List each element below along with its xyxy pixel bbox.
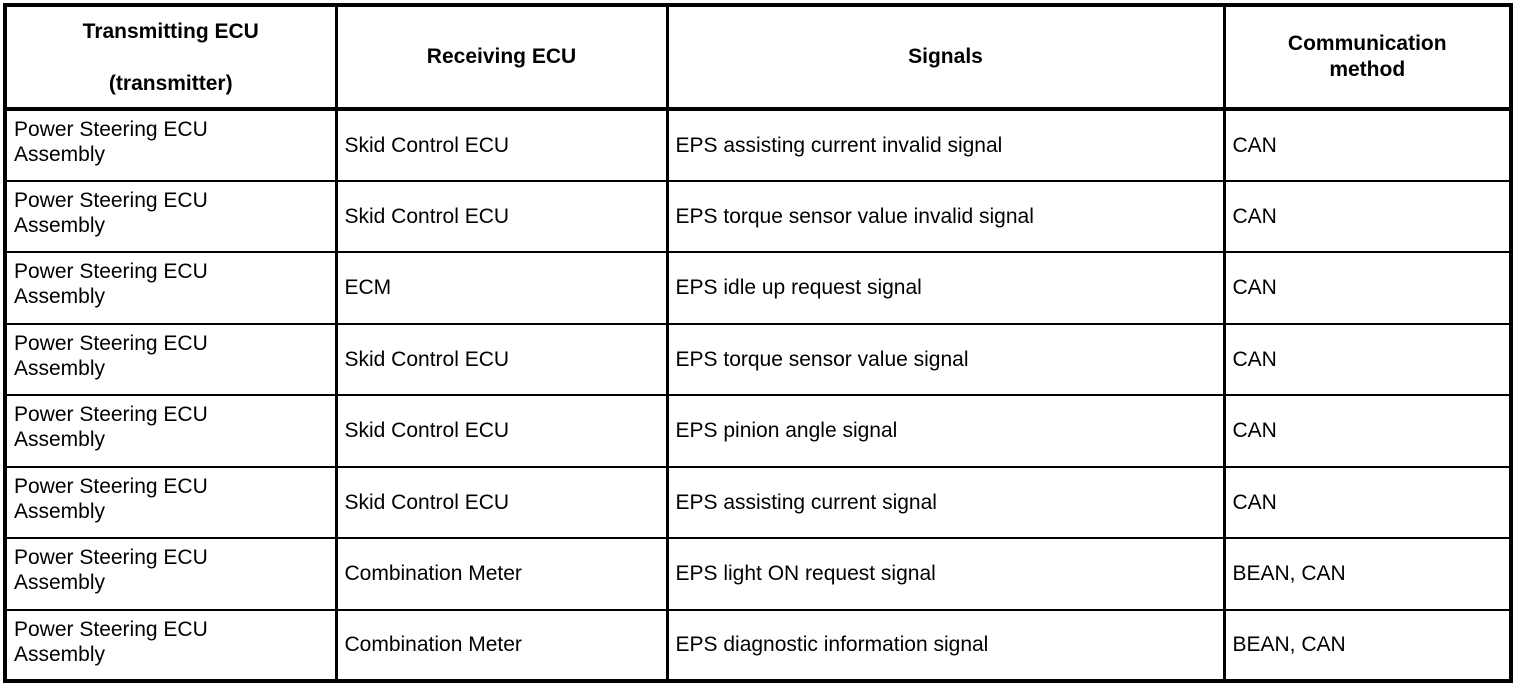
- table-row: Power Steering ECU Assembly Skid Control…: [5, 395, 1511, 468]
- table-row: Power Steering ECU Assembly Skid Control…: [5, 323, 1511, 396]
- cell-transmitting-ecu: Power Steering ECU Assembly: [5, 180, 338, 253]
- transmitter-line1: Power Steering ECU: [14, 260, 208, 283]
- column-header-signals-line1: Signals: [908, 44, 983, 68]
- cell-transmitting-ecu: Power Steering ECU Assembly: [5, 395, 338, 468]
- cell-transmitting-ecu: Power Steering ECU Assembly: [5, 109, 338, 182]
- cell-signal: EPS idle up request signal: [667, 252, 1226, 325]
- transmitter-line2: Assembly: [14, 213, 106, 237]
- cell-communication-method: CAN: [1224, 395, 1511, 468]
- transmitter-line1: Power Steering ECU: [14, 546, 208, 569]
- transmitter-line1: Power Steering ECU: [14, 118, 208, 141]
- ecu-communication-table-wrapper: Transmitting ECU (transmitter) Receiving…: [3, 3, 1513, 683]
- cell-communication-method: CAN: [1224, 323, 1511, 396]
- cell-transmitting-ecu: Power Steering ECU Assembly: [5, 323, 338, 396]
- column-header-communication-method-line1: Communication: [1287, 31, 1447, 55]
- cell-transmitting-ecu: Power Steering ECU Assembly: [5, 538, 338, 611]
- transmitter-line2: Assembly: [14, 285, 106, 309]
- cell-receiving-ecu: Combination Meter: [336, 609, 669, 681]
- transmitter-line2: Assembly: [14, 428, 106, 452]
- cell-receiving-ecu: Skid Control ECU: [336, 466, 669, 539]
- cell-receiving-ecu: Skid Control ECU: [336, 109, 669, 182]
- transmitter-line1: Power Steering ECU: [14, 474, 208, 498]
- cell-signal: EPS light ON request signal: [667, 538, 1226, 611]
- column-header-communication-method: Communication method: [1224, 5, 1511, 111]
- column-header-transmitting-ecu: Transmitting ECU (transmitter): [5, 5, 338, 111]
- cell-transmitting-ecu: Power Steering ECU Assembly: [5, 466, 338, 539]
- column-header-transmitting-ecu-line1: Transmitting ECU: [82, 19, 259, 43]
- column-header-receiving-ecu-line1: Receiving ECU: [426, 44, 577, 68]
- cell-communication-method: BEAN, CAN: [1224, 538, 1511, 611]
- transmitter-line1: Power Steering ECU: [14, 403, 208, 426]
- cell-signal: EPS diagnostic information signal: [667, 609, 1226, 681]
- transmitter-line2: Assembly: [14, 499, 106, 523]
- cell-receiving-ecu: Skid Control ECU: [336, 180, 669, 253]
- transmitter-line1: Power Steering ECU: [14, 188, 208, 212]
- table-header-row: Transmitting ECU (transmitter) Receiving…: [5, 5, 1511, 111]
- table-row: Power Steering ECU Assembly Skid Control…: [5, 466, 1511, 539]
- cell-transmitting-ecu: Power Steering ECU Assembly: [5, 609, 338, 681]
- table-row: Power Steering ECU Assembly Combination …: [5, 538, 1511, 611]
- table-body: Power Steering ECU Assembly Skid Control…: [5, 109, 1511, 681]
- cell-receiving-ecu: Skid Control ECU: [336, 395, 669, 468]
- table-header: Transmitting ECU (transmitter) Receiving…: [5, 5, 1511, 111]
- cell-signal: EPS assisting current invalid signal: [667, 109, 1226, 182]
- cell-signal: EPS torque sensor value signal: [667, 323, 1226, 396]
- column-header-transmitting-ecu-line2: (transmitter): [108, 72, 233, 95]
- table-row: Power Steering ECU Assembly Combination …: [5, 609, 1511, 681]
- cell-signal: EPS torque sensor value invalid signal: [667, 180, 1226, 253]
- transmitter-line1: Power Steering ECU: [14, 331, 208, 355]
- cell-communication-method: BEAN, CAN: [1224, 609, 1511, 681]
- cell-communication-method: CAN: [1224, 466, 1511, 539]
- cell-receiving-ecu: Skid Control ECU: [336, 323, 669, 396]
- cell-signal: EPS assisting current signal: [667, 466, 1226, 539]
- table-row: Power Steering ECU Assembly Skid Control…: [5, 180, 1511, 253]
- cell-receiving-ecu: ECM: [336, 252, 669, 325]
- ecu-communication-table: Transmitting ECU (transmitter) Receiving…: [3, 3, 1513, 683]
- cell-transmitting-ecu: Power Steering ECU Assembly: [5, 252, 338, 325]
- cell-communication-method: CAN: [1224, 109, 1511, 182]
- cell-communication-method: CAN: [1224, 252, 1511, 325]
- transmitter-line2: Assembly: [14, 356, 106, 380]
- column-header-communication-method-line2: method: [1329, 58, 1406, 81]
- transmitter-line2: Assembly: [14, 143, 106, 167]
- column-header-signals: Signals: [667, 5, 1226, 111]
- transmitter-line2: Assembly: [14, 571, 106, 595]
- cell-communication-method: CAN: [1224, 180, 1511, 253]
- cell-receiving-ecu: Combination Meter: [336, 538, 669, 611]
- column-header-receiving-ecu: Receiving ECU: [336, 5, 669, 111]
- table-row: Power Steering ECU Assembly Skid Control…: [5, 109, 1511, 182]
- transmitter-line1: Power Steering ECU: [14, 617, 208, 641]
- table-row: Power Steering ECU Assembly ECM EPS idle…: [5, 252, 1511, 325]
- transmitter-line2: Assembly: [14, 642, 106, 666]
- cell-signal: EPS pinion angle signal: [667, 395, 1226, 468]
